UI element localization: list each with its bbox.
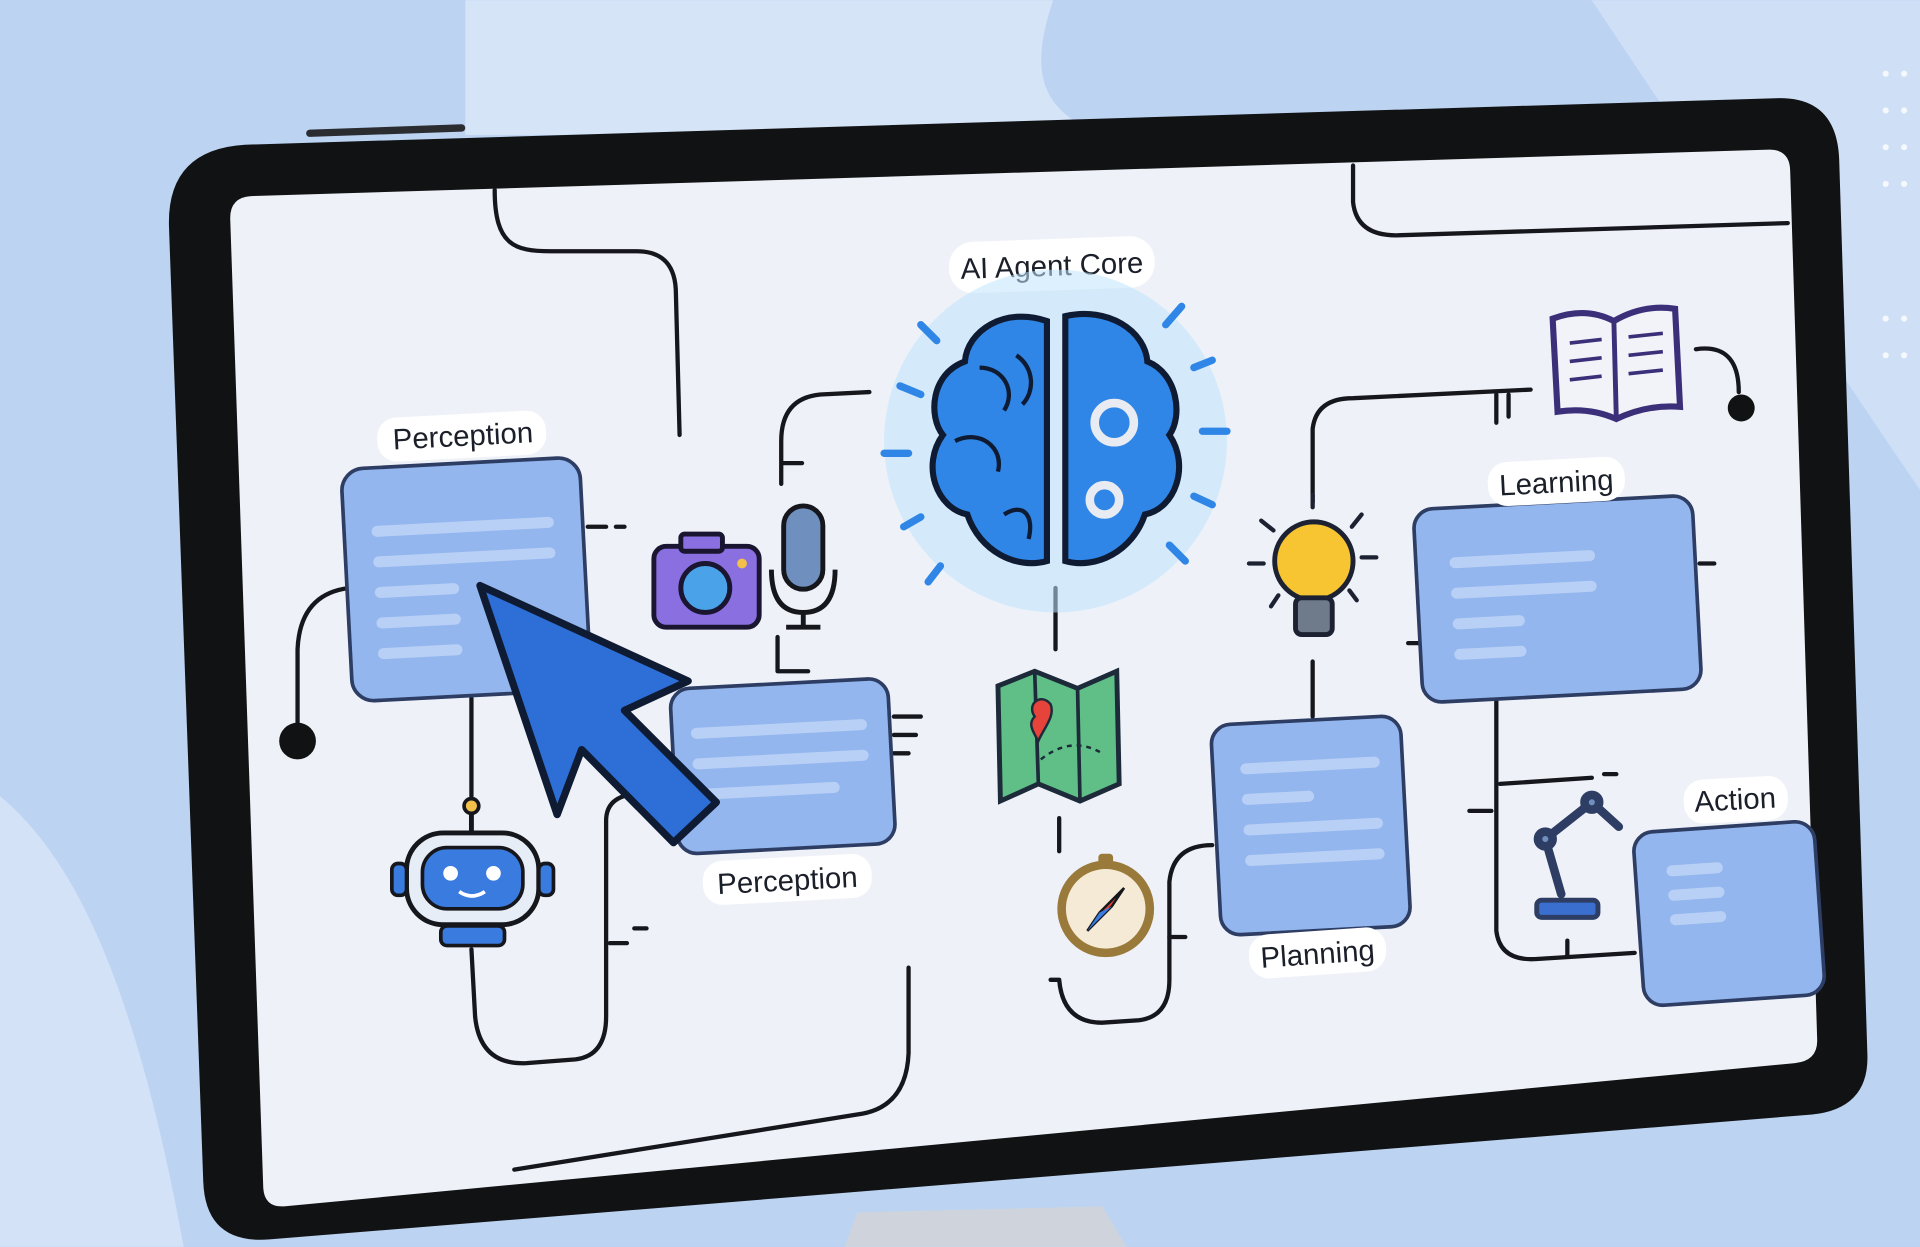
action-card[interactable] xyxy=(1632,819,1827,1008)
learning-card[interactable] xyxy=(1412,494,1703,704)
svg-text:Perception: Perception xyxy=(392,416,534,456)
diagram: AI Agent Core Perception Perception Lear… xyxy=(279,163,1827,1172)
svg-text:Perception: Perception xyxy=(716,861,858,901)
svg-text:Learning: Learning xyxy=(1498,464,1614,503)
cursor-arrow-icon xyxy=(476,581,720,847)
planning-card[interactable] xyxy=(1209,714,1412,937)
svg-text:Planning: Planning xyxy=(1259,934,1375,975)
connector-dot xyxy=(1727,394,1755,422)
gear-icon xyxy=(1085,398,1139,519)
map-icon xyxy=(995,667,1122,805)
compass-icon xyxy=(1057,853,1155,958)
tablet-stand xyxy=(844,1206,1127,1247)
label-learning: Learning xyxy=(1487,456,1625,507)
svg-text:Action: Action xyxy=(1694,782,1777,819)
robot-arm-icon xyxy=(1533,790,1624,920)
robot-icon xyxy=(390,796,556,948)
lightbulb-icon xyxy=(1246,492,1379,637)
label-planning: Planning xyxy=(1248,927,1387,979)
label-perception-2: Perception xyxy=(702,853,872,905)
microphone-icon xyxy=(768,503,838,630)
book-icon xyxy=(1549,304,1684,423)
connector-dot xyxy=(279,722,316,760)
label-action: Action xyxy=(1683,776,1788,824)
camera-icon xyxy=(651,531,762,630)
perception-card-2[interactable] xyxy=(668,677,897,856)
label-perception-1: Perception xyxy=(377,410,547,462)
brain-icon xyxy=(880,269,1231,613)
